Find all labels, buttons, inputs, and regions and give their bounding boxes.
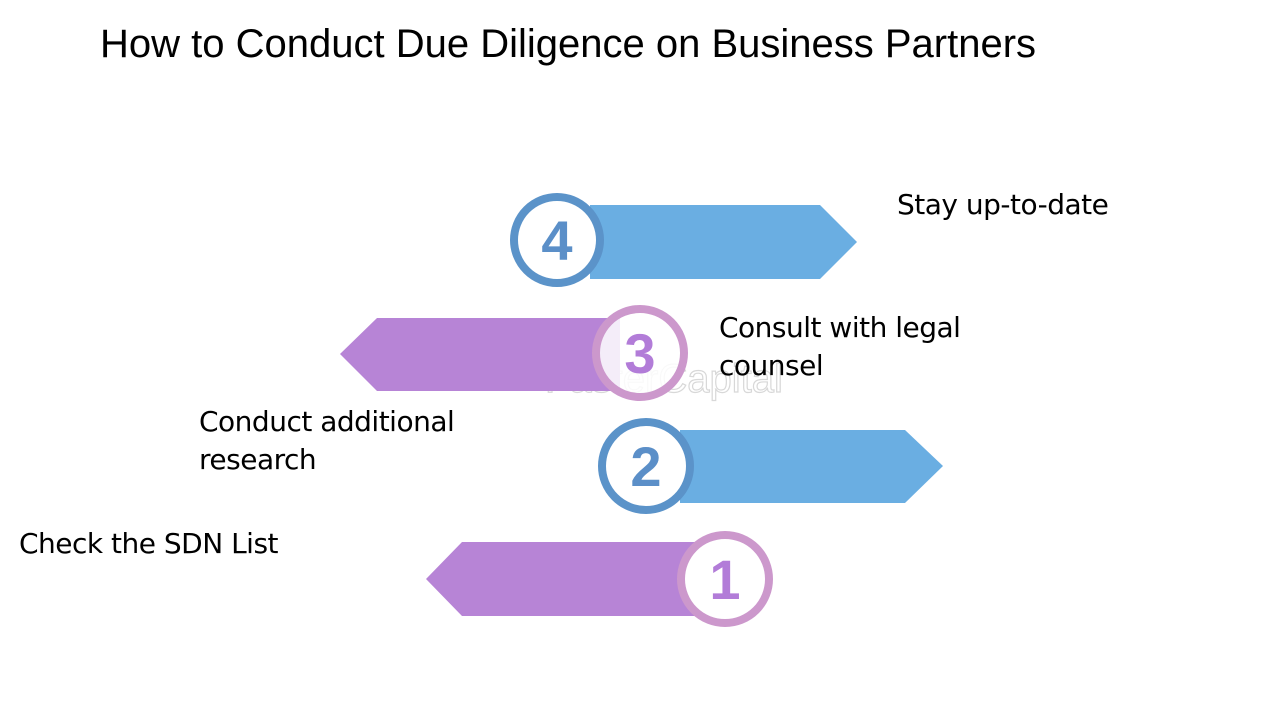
step-circle	[510, 193, 604, 287]
step-4-label: Stay up-to-date	[897, 188, 1109, 221]
arrow-right-shape	[680, 430, 943, 503]
step-1-label: Check the SDN List	[19, 527, 279, 560]
page-title: How to Conduct Due Diligence on Business…	[100, 22, 1037, 66]
step-1-arrow: 1	[426, 531, 773, 627]
step-3-label: Consult with legal counsel	[719, 311, 961, 382]
arrow-left-shape	[426, 542, 700, 616]
step-2-arrow: 2	[598, 418, 943, 514]
step-circle	[677, 531, 773, 627]
arrow-right-shape	[590, 205, 857, 279]
step-3-arrow: 3	[340, 305, 688, 401]
step-number: 3	[624, 322, 655, 385]
arrow-left-shape	[340, 318, 620, 391]
step-number: 1	[709, 548, 740, 611]
step-circle	[592, 305, 688, 401]
step-circle	[598, 418, 694, 514]
step-4-arrow: 4	[510, 193, 857, 287]
step-number: 2	[630, 435, 661, 498]
step-2-label: Conduct additional research	[199, 405, 455, 476]
step-number: 4	[541, 209, 572, 272]
